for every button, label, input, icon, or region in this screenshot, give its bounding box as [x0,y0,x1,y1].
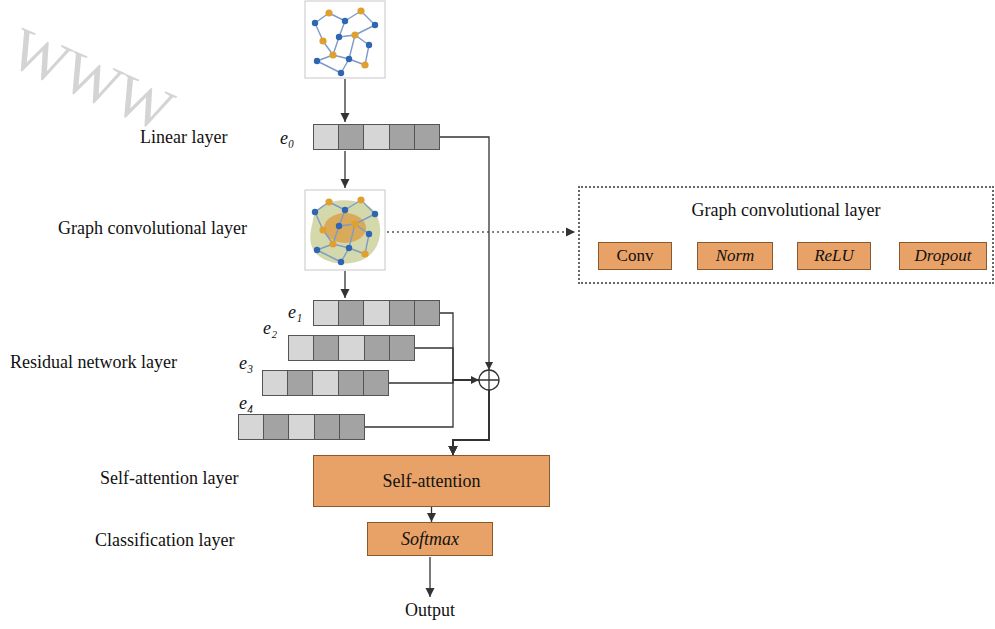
node-text: Dropout [915,246,972,266]
vector-cell [312,371,337,395]
node-text: Softmax [401,529,459,550]
vector-cell [414,301,439,325]
flow-arrow [429,557,430,597]
graph-picture [312,196,378,265]
vector-cell [414,125,439,149]
embedding-vector: e₀ [313,124,440,150]
node-text: ReLU [814,246,854,266]
embedding-vector: e₃ [262,370,389,396]
vector-cell [338,301,363,325]
vector-cell [364,336,389,360]
vector-cell [363,125,388,149]
sum-cross [479,370,499,390]
graph-picture [312,7,378,76]
layer-name: Classification layer [95,530,234,551]
vector-cell [239,415,263,439]
connector-arrow [440,137,489,455]
flow-arrow [344,79,345,122]
connector-arrow [415,348,489,455]
process-box: ReLU [797,242,871,270]
vector-cell [313,336,338,360]
layer-name: Linear layer [140,127,227,148]
watermark: WWW [0,14,183,146]
node-text: e₂ [263,318,277,339]
layer-name: Self-attention layer [100,468,238,489]
detail-pointer [387,231,575,232]
sum-symbol [479,370,499,390]
process-box: Self-attention [313,455,550,507]
process-box: Dropout [899,242,987,270]
vector-cell [363,371,388,395]
vector-cell [389,336,414,360]
vector-cell [314,415,339,439]
layer-name: Residual network layer [10,352,177,373]
node-text: e₀ [280,128,294,149]
node-text: Graph convolutional layer [580,200,992,221]
vector-cell [289,336,313,360]
vector-cell [339,415,364,439]
convolved-graph [305,190,385,270]
embedding-vector: e₁ [313,300,440,326]
output-label: Output [405,600,455,621]
vector-cell [287,371,312,395]
process-box: Conv [598,242,672,270]
process-box: Norm [697,242,773,270]
node-text: e₁ [288,302,302,323]
embedding-vector: e₄ [238,414,365,440]
connector-arrow [431,507,432,522]
arrowhead [471,376,479,384]
arrowhead [485,362,493,370]
detail-panel: Graph convolutional layerConv Norm ReLU Dro… [578,186,994,284]
graph-frame [305,190,385,270]
flow-arrow [344,271,345,298]
graph-frame [305,1,385,78]
vector-cell [389,301,414,325]
node-text: e₄ [239,393,253,414]
layer-name: Graph convolutional layer [58,218,247,239]
connector-arrow [389,380,489,455]
vector-cell [338,371,363,395]
node-text: e₃ [239,353,253,374]
vector-cell [314,301,338,325]
vector-cell [263,415,288,439]
flow-arrow [344,151,345,188]
vector-cell [288,415,313,439]
process-box: Softmax [367,522,493,556]
vector-cell [389,125,414,149]
vector-cell [338,336,363,360]
vector-cell [314,125,338,149]
embedding-vector: e₂ [288,335,415,361]
vector-cell [263,371,287,395]
node-text: Self-attention [383,471,481,492]
node-text: Conv [617,246,654,266]
vector-cell [338,125,363,149]
vector-cell [363,301,388,325]
input-graph [305,1,385,78]
node-text: Norm [716,246,755,266]
